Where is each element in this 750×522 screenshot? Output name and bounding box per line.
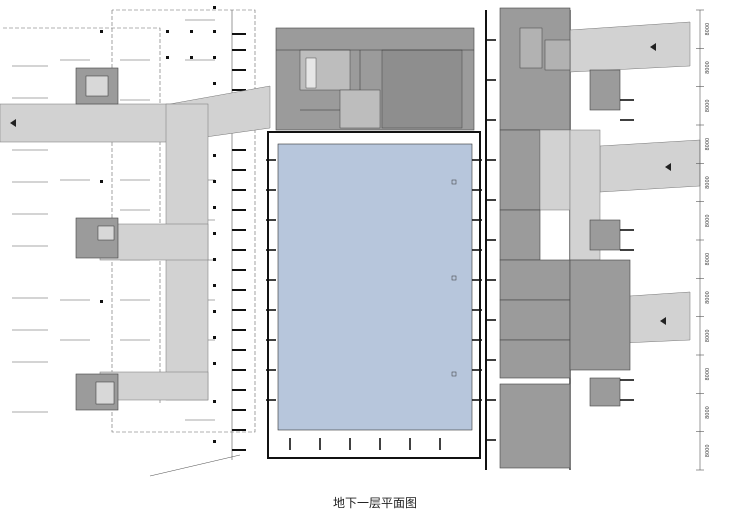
dimension-label: 8000 — [705, 368, 711, 381]
dimension-label: 8000 — [705, 23, 711, 36]
dimension-label: 8000 — [705, 214, 711, 227]
east-entry-arrow-upper-icon — [650, 43, 656, 51]
right-wing — [485, 7, 701, 470]
core-block-middle — [75, 217, 119, 259]
dimension-label: 8000 — [705, 176, 711, 189]
dimension-label: 8000 — [705, 406, 711, 419]
dimension-label: 8000 — [705, 291, 711, 304]
left-dashed-boundary — [3, 27, 161, 404]
left-parking-zone — [0, 6, 271, 477]
core-block-lower — [75, 373, 119, 411]
dimension-chain: 8000 8000 8000 8000 8000 8000 8000 8000 8000 8000… — [696, 9, 711, 471]
dimension-label: 8000 — [705, 99, 711, 112]
entrance-corridor-east-upper — [569, 21, 691, 73]
drawing-caption: 地下一层平面图 — [332, 496, 417, 510]
east-entry-arrow-middle-icon — [665, 163, 671, 171]
top-service-block — [275, 27, 475, 131]
core-block-upper — [75, 67, 119, 105]
east-entry-arrow-lower-icon — [660, 317, 666, 325]
dimension-label: 8000 — [705, 329, 711, 342]
dimension-label: 8000 — [705, 138, 711, 151]
dimension-label: 8000 — [705, 444, 711, 457]
entrance-corridor-west — [0, 85, 271, 143]
dimension-label: 8000 — [705, 61, 711, 74]
pool-water — [277, 143, 473, 431]
dimension-label: 8000 — [705, 253, 711, 266]
entrance-corridor-east-middle — [599, 139, 701, 193]
wall-ticks-left — [232, 33, 246, 451]
left-triangle-arrow-icon — [10, 119, 16, 127]
upper-dashed-boundary — [111, 9, 256, 433]
swimming-pool — [266, 131, 482, 459]
